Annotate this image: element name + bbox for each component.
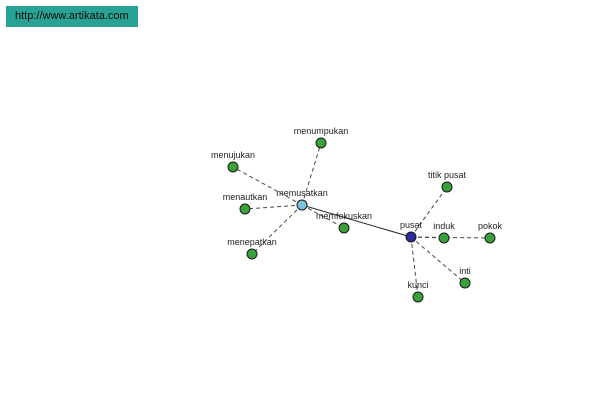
edge-memusatkan-menepatkan	[251, 204, 303, 255]
node-label-menepatkan: menepatkan	[227, 237, 277, 247]
url-bar[interactable]: http://www.artikata.com	[6, 6, 138, 27]
node-menujukan[interactable]	[227, 161, 239, 173]
node-label-titik-pusat: titik pusat	[428, 170, 467, 180]
node-menepatkan[interactable]	[246, 248, 258, 260]
node-label-pokok: pokok	[478, 221, 503, 231]
node-inti[interactable]	[459, 277, 471, 289]
url-text: http://www.artikata.com	[15, 10, 129, 22]
edge-pusat-titik-pusat	[410, 186, 448, 238]
node-label-induk: induk	[433, 221, 455, 231]
edge-memusatkan-menautkan	[244, 204, 303, 210]
node-label-inti: inti	[459, 266, 471, 276]
node-menautkan[interactable]	[239, 203, 251, 215]
node-titik-pusat[interactable]	[441, 181, 453, 193]
edge-memusatkan-memfokuskan	[301, 204, 345, 229]
edge-pusat-inti	[410, 236, 466, 284]
edge-memusatkan-pusat	[301, 204, 412, 238]
node-memusatkan[interactable]	[296, 199, 308, 211]
node-pokok[interactable]	[484, 232, 496, 244]
node-label-memusatkan: memusatkan	[276, 188, 328, 198]
node-label-menumpukan: menumpukan	[294, 126, 349, 136]
edge-pusat-pokok	[410, 236, 491, 239]
node-label-kunci: kunci	[407, 280, 428, 290]
edge-memusatkan-menujukan	[232, 166, 303, 206]
node-label-pusat: pusat	[400, 220, 423, 230]
node-menumpukan[interactable]	[315, 137, 327, 149]
node-induk[interactable]	[438, 232, 450, 244]
node-kunci[interactable]	[412, 291, 424, 303]
node-pusat[interactable]	[405, 231, 417, 243]
node-memfokuskan[interactable]	[338, 222, 350, 234]
node-label-menautkan: menautkan	[223, 192, 268, 202]
node-label-memfokuskan: memfokuskan	[316, 211, 372, 221]
edge-pusat-kunci	[410, 236, 419, 298]
node-label-menujukan: menujukan	[211, 150, 255, 160]
edge-memusatkan-menumpukan	[301, 142, 322, 206]
